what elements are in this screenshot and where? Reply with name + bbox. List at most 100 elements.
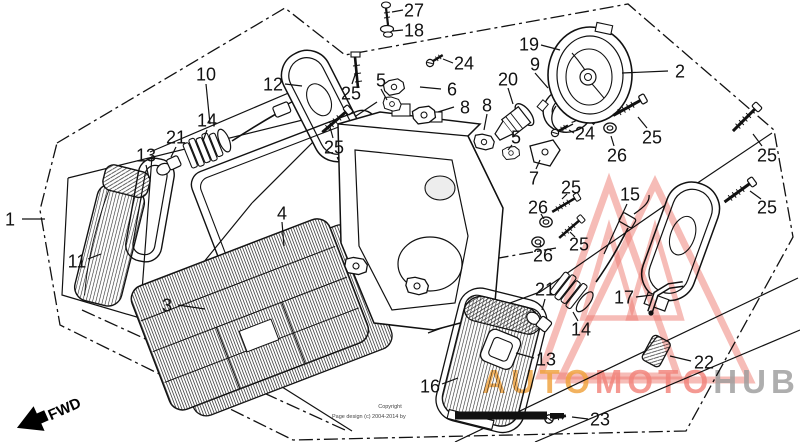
callout-leader-19 bbox=[540, 44, 561, 51]
part-callout-24: 24 bbox=[454, 54, 474, 74]
left-socket-wire bbox=[231, 113, 277, 142]
part-callout-3: 3 bbox=[162, 296, 172, 316]
part-callout-23: 23 bbox=[590, 410, 610, 430]
part-left-bulb bbox=[156, 155, 182, 176]
callout-leader-27 bbox=[391, 9, 404, 13]
callout-leader-8 bbox=[437, 106, 455, 113]
part-left-socket bbox=[182, 88, 313, 169]
part-callout-25: 25 bbox=[324, 138, 344, 158]
callout-leader-25 bbox=[752, 133, 763, 147]
part-callout-16: 16 bbox=[420, 377, 440, 397]
inner-phantom-stub bbox=[469, 247, 557, 264]
copyright-line2: Page design (c) 2004-2014 by bbox=[332, 414, 406, 420]
part-callout-19: 19 bbox=[519, 35, 539, 55]
part-callout-2: 2 bbox=[675, 62, 685, 82]
callout-leader-21 bbox=[170, 146, 177, 158]
part-callout-21: 21 bbox=[535, 280, 555, 300]
part-callout-25: 25 bbox=[341, 84, 361, 104]
section-lines bbox=[61, 82, 800, 442]
callout-leader-18 bbox=[392, 29, 404, 32]
part-callout-15: 15 bbox=[620, 185, 640, 205]
part-right-bracket-13 bbox=[479, 328, 522, 370]
part-bracket-7 bbox=[529, 139, 561, 167]
part-callout-5: 5 bbox=[376, 71, 386, 91]
callout-leader-13 bbox=[515, 352, 535, 359]
part-left-signal-lens bbox=[73, 164, 151, 307]
callout-leader-5 bbox=[380, 88, 388, 101]
callout-leader-9 bbox=[534, 72, 549, 89]
callout-leader-5 bbox=[507, 144, 513, 151]
part-callout-9: 9 bbox=[530, 55, 540, 75]
part-callout-21: 21 bbox=[166, 128, 186, 148]
callout-leader-25 bbox=[569, 231, 576, 238]
callout-leader-25 bbox=[749, 190, 762, 200]
watermark-brand-text: AUTOMOTOHUB bbox=[482, 363, 800, 400]
fwd-label: FWD bbox=[46, 395, 84, 424]
callout-leader-24 bbox=[442, 58, 454, 64]
callout-leader-26 bbox=[539, 243, 542, 248]
part-callout-26: 26 bbox=[607, 146, 627, 166]
callout-leader-16 bbox=[441, 377, 459, 385]
part-callout-26: 26 bbox=[533, 246, 553, 266]
part-callout-27: 27 bbox=[404, 1, 424, 21]
callout-leader-25 bbox=[351, 71, 357, 85]
callout-leader-2 bbox=[621, 70, 669, 74]
callout-leader-12 bbox=[284, 83, 303, 87]
callout-leader-25 bbox=[637, 116, 648, 129]
callout-leader-3 bbox=[177, 304, 206, 310]
screw-24a bbox=[423, 50, 446, 70]
callout-leader-4 bbox=[281, 221, 285, 247]
callout-leader-26 bbox=[610, 135, 615, 147]
callout-leader-7 bbox=[535, 159, 541, 170]
callout-leader-8 bbox=[483, 113, 488, 131]
part-right-bulb bbox=[526, 311, 553, 333]
part-callout-22: 22 bbox=[694, 353, 714, 373]
part-callout-25: 25 bbox=[642, 128, 662, 148]
part-callout-18: 18 bbox=[404, 21, 424, 41]
part-callout-1: 1 bbox=[5, 210, 15, 230]
callout-leader-25 bbox=[561, 193, 568, 200]
watermark-segment-moto: MOTO bbox=[595, 363, 713, 400]
clip-5b bbox=[501, 145, 521, 161]
washer-18 bbox=[379, 24, 395, 38]
callout-leader-13 bbox=[145, 164, 150, 179]
copyright-line1: Copyright bbox=[378, 404, 402, 410]
bolt-27 bbox=[380, 1, 392, 26]
callout-leader-25 bbox=[329, 126, 334, 139]
clip-5a bbox=[381, 94, 403, 114]
callout-leader-14 bbox=[572, 311, 579, 322]
callout-leader-20 bbox=[507, 87, 514, 105]
washer-26a bbox=[603, 122, 617, 134]
callout-leader-21 bbox=[541, 298, 546, 311]
clip-6 bbox=[382, 77, 406, 97]
callout-leader-14 bbox=[202, 129, 208, 142]
callout-leader-23 bbox=[571, 416, 589, 420]
watermark: AUTOMOTOHUB bbox=[482, 172, 800, 400]
part-callout-7: 7 bbox=[529, 169, 539, 189]
part-callout-26: 26 bbox=[528, 198, 548, 218]
part-left-signal-bracket bbox=[125, 157, 175, 263]
part-callout-12: 12 bbox=[263, 75, 283, 95]
copyright-redaction-bar bbox=[455, 411, 547, 420]
part-headlight-lens bbox=[130, 218, 393, 417]
part-callout-13: 13 bbox=[136, 146, 156, 166]
fwd-indicator: FWD bbox=[16, 395, 84, 431]
part-callout-8: 8 bbox=[460, 98, 470, 118]
callout-leader-6 bbox=[419, 86, 442, 90]
copyright-redaction-stub bbox=[550, 413, 564, 419]
callout-leader-10 bbox=[205, 83, 211, 125]
part-callout-20: 20 bbox=[498, 70, 518, 90]
part-right-signal-lens bbox=[435, 287, 548, 434]
part-callout-25: 25 bbox=[561, 178, 581, 198]
part-callout-5: 5 bbox=[511, 128, 521, 148]
washer-26b bbox=[539, 216, 553, 228]
part-sealed-beam-unit bbox=[547, 21, 633, 132]
part-callout-25: 25 bbox=[757, 198, 777, 218]
clip-8-center bbox=[472, 132, 496, 152]
callout-leader-11 bbox=[87, 253, 102, 260]
part-callout-8: 8 bbox=[482, 96, 492, 116]
part-callout-10: 10 bbox=[196, 65, 216, 85]
part-callout-11: 11 bbox=[68, 252, 87, 272]
fwd-arrow-icon bbox=[16, 406, 49, 431]
